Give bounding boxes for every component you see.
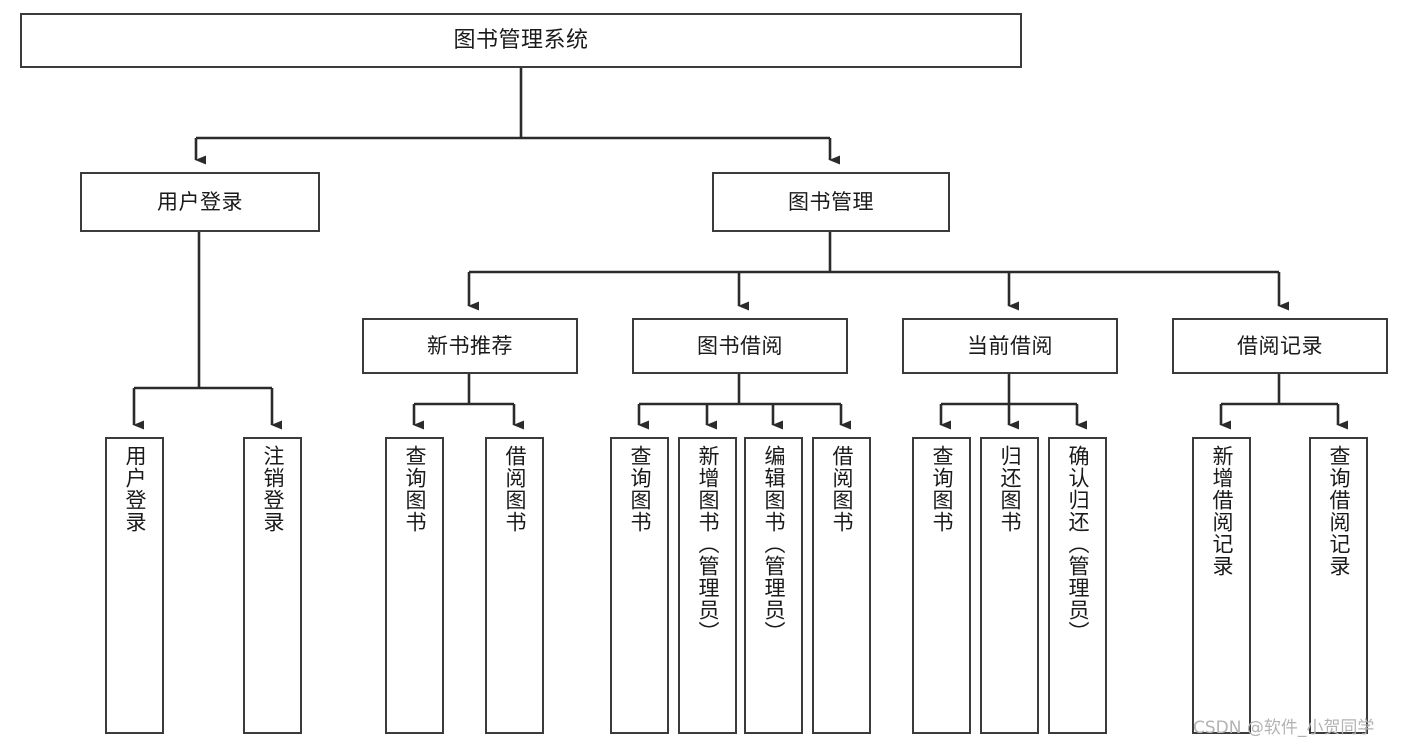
node-leaf-borrow-book[interactable]: 借阅图书 bbox=[812, 437, 871, 734]
node-leaf-user-login-label: 用户登录 bbox=[123, 445, 148, 533]
node-leaf-return-book-label: 归还图书 bbox=[998, 445, 1023, 533]
node-leaf-add-borrow-record[interactable]: 新增借阅记录 bbox=[1192, 437, 1251, 734]
node-leaf-borrow-book-recommend[interactable]: 借阅图书 bbox=[485, 437, 544, 734]
node-book-management[interactable]: 图书管理 bbox=[712, 172, 950, 232]
node-borrow-record-label: 借阅记录 bbox=[1237, 333, 1323, 358]
node-user-login[interactable]: 用户登录 bbox=[80, 172, 320, 232]
csdn-watermark: CSDN @软件_小贺同学 bbox=[1193, 718, 1375, 738]
node-leaf-edit-book-admin[interactable]: 编辑图书（管理员） bbox=[744, 437, 803, 734]
node-leaf-query-book[interactable]: 查询图书 bbox=[610, 437, 669, 734]
node-new-book-recommend-label: 新书推荐 bbox=[427, 333, 513, 358]
node-leaf-user-login[interactable]: 用户登录 bbox=[105, 437, 164, 734]
node-current-borrow-label: 当前借阅 bbox=[967, 333, 1053, 358]
node-book-borrow-label: 图书借阅 bbox=[697, 333, 783, 358]
node-leaf-return-book[interactable]: 归还图书 bbox=[980, 437, 1039, 734]
node-leaf-query-book-recommend-label: 查询图书 bbox=[403, 445, 428, 533]
node-leaf-edit-book-admin-label: 编辑图书（管理员） bbox=[762, 445, 787, 643]
node-leaf-user-logout[interactable]: 注销登录 bbox=[243, 437, 302, 734]
node-leaf-confirm-return-admin[interactable]: 确认归还（管理员） bbox=[1048, 437, 1107, 734]
node-leaf-add-book-admin-label: 新增图书（管理员） bbox=[696, 445, 721, 643]
node-borrow-record[interactable]: 借阅记录 bbox=[1172, 318, 1388, 374]
node-root-label: 图书管理系统 bbox=[453, 27, 589, 53]
node-leaf-borrow-book-recommend-label: 借阅图书 bbox=[503, 445, 528, 533]
node-leaf-add-book-admin[interactable]: 新增图书（管理员） bbox=[678, 437, 737, 734]
node-new-book-recommend[interactable]: 新书推荐 bbox=[362, 318, 578, 374]
node-book-borrow[interactable]: 图书借阅 bbox=[632, 318, 848, 374]
node-current-borrow[interactable]: 当前借阅 bbox=[902, 318, 1118, 374]
node-leaf-add-borrow-record-label: 新增借阅记录 bbox=[1210, 445, 1235, 577]
node-leaf-confirm-return-admin-label: 确认归还（管理员） bbox=[1066, 445, 1091, 643]
node-root-system[interactable]: 图书管理系统 bbox=[20, 13, 1022, 68]
node-leaf-borrow-book-label: 借阅图书 bbox=[830, 445, 855, 533]
node-leaf-query-book-current[interactable]: 查询图书 bbox=[912, 437, 971, 734]
node-leaf-query-book-current-label: 查询图书 bbox=[930, 445, 955, 533]
node-leaf-query-book-label: 查询图书 bbox=[628, 445, 653, 533]
node-leaf-user-logout-label: 注销登录 bbox=[261, 445, 286, 533]
node-user-login-label: 用户登录 bbox=[157, 189, 243, 214]
node-leaf-query-book-recommend[interactable]: 查询图书 bbox=[385, 437, 444, 734]
node-leaf-query-borrow-record[interactable]: 查询借阅记录 bbox=[1309, 437, 1368, 734]
node-book-management-label: 图书管理 bbox=[788, 189, 874, 214]
node-leaf-query-borrow-record-label: 查询借阅记录 bbox=[1327, 445, 1352, 577]
